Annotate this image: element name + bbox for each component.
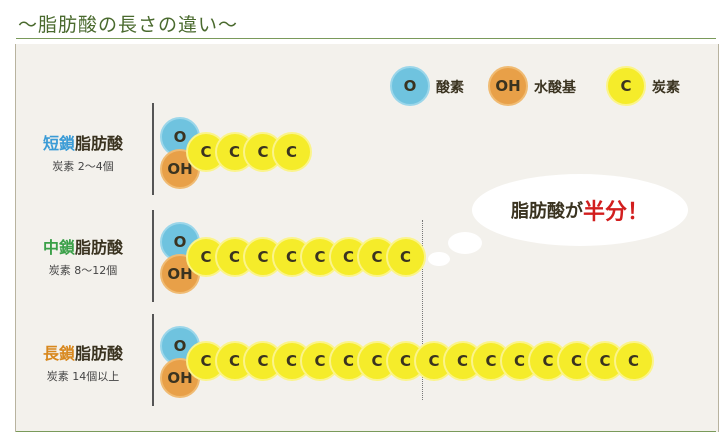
row-accent-medium: 中鎖 bbox=[42, 238, 75, 257]
row-separator-medium bbox=[152, 210, 154, 302]
bottom-rule bbox=[16, 431, 716, 432]
row-accent-long: 長鎖 bbox=[42, 344, 75, 363]
row-separator-long bbox=[152, 314, 154, 406]
title-rule bbox=[16, 38, 716, 39]
carbon-atom-long-16: C bbox=[613, 341, 654, 381]
legend-hydroxyl-label: 水酸基 bbox=[534, 80, 576, 96]
row-name-medium: 中鎖脂肪酸 bbox=[18, 234, 148, 258]
carbon-atom-short-4: C bbox=[271, 132, 312, 172]
row-separator-short bbox=[152, 103, 154, 195]
legend-hydroxyl-ball: OH bbox=[488, 66, 528, 106]
bubble-emphasis: 半分！ bbox=[582, 200, 649, 225]
carbon-atom-medium-8: C bbox=[385, 237, 426, 277]
row-carbon-text-long: 炭素 14個以上 bbox=[46, 370, 120, 383]
legend-carbon-ball: C bbox=[606, 66, 646, 106]
page-title: 〜脂肪酸の長さの違い〜 bbox=[18, 14, 239, 36]
row-suffix-long: 脂肪酸 bbox=[75, 344, 124, 363]
thought-puff-small bbox=[428, 252, 450, 266]
row-name-long: 長鎖脂肪酸 bbox=[18, 340, 148, 364]
legend-oxygen-ball: O bbox=[390, 66, 430, 106]
half-length-marker bbox=[422, 220, 423, 400]
row-suffix-short: 脂肪酸 bbox=[75, 134, 124, 153]
row-name-short: 短鎖脂肪酸 bbox=[18, 130, 148, 154]
row-carbon-text-short: 炭素 2〜4個 bbox=[52, 160, 114, 173]
legend-carbon-label: 炭素 bbox=[652, 80, 680, 96]
row-accent-short: 短鎖 bbox=[42, 134, 75, 153]
row-label-short: 短鎖脂肪酸 炭素 2〜4個 bbox=[18, 130, 148, 174]
legend-oxygen-label: 酸素 bbox=[436, 80, 464, 96]
row-label-long: 長鎖脂肪酸 炭素 14個以上 bbox=[18, 340, 148, 384]
bubble-prefix: 脂肪酸が bbox=[510, 201, 583, 222]
thought-puff-large bbox=[448, 232, 482, 254]
thought-bubble: 脂肪酸が半分！ bbox=[472, 174, 688, 246]
row-label-medium: 中鎖脂肪酸 炭素 8〜12個 bbox=[18, 234, 148, 278]
row-carbon-text-medium: 炭素 8〜12個 bbox=[48, 264, 118, 277]
row-suffix-medium: 脂肪酸 bbox=[75, 238, 124, 257]
